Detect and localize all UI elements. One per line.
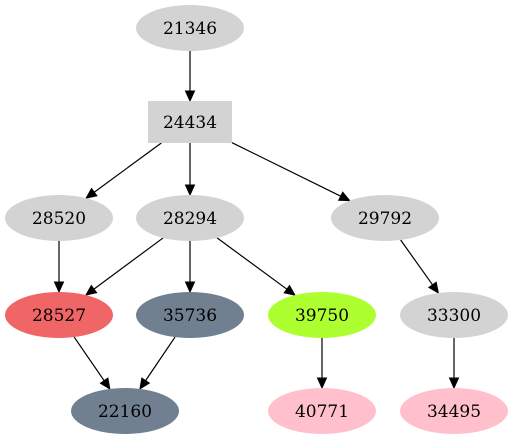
arrowhead-icon [184,90,196,103]
arrowhead-icon [99,377,111,390]
edge-line [216,237,288,290]
node-label: 35736 [163,306,217,326]
edge-24434-to-29792 [231,142,351,202]
arrowhead-icon [283,284,296,296]
node-label: 22160 [98,402,152,422]
node-ellipse [136,5,244,51]
node-34495[interactable]: 34495 [400,388,508,434]
arrowhead-icon [316,377,328,390]
arrowhead-icon [337,191,351,202]
node-ellipse [268,292,376,338]
node-39750[interactable]: 39750 [268,292,376,338]
node-ellipse [331,195,439,241]
edge-33300-to-34495 [448,338,460,390]
edge-line [231,142,341,197]
edge-24434-to-28520 [85,142,162,199]
node-label: 40771 [295,402,349,422]
node-label: 28294 [163,209,217,229]
node-ellipse [400,292,508,338]
edge-28527-to-22160 [73,336,111,390]
edge-line [400,239,434,286]
node-33300[interactable]: 33300 [400,292,508,338]
arrowhead-icon [53,281,65,294]
node-label: 34495 [427,402,481,422]
node-box [148,101,232,143]
arrowhead-icon [427,281,440,294]
node-ellipse [71,388,179,434]
node-ellipse [400,388,508,434]
node-label: 39750 [295,306,349,326]
arrowhead-icon [184,281,196,294]
arrowhead-icon [184,184,196,197]
node-ellipse [268,388,376,434]
edge-28294-to-28527 [84,237,164,296]
nodes-layer: 21346 24434 28520 28294 29792 28527 35736 39750… [5,5,508,434]
node-40771[interactable]: 40771 [268,388,376,434]
node-22160[interactable]: 22160 [71,388,179,434]
node-label: 28520 [32,209,86,229]
node-ellipse [136,292,244,338]
edge-line [145,336,176,381]
node-35736[interactable]: 35736 [136,292,244,338]
node-label: 28527 [32,306,86,326]
node-28527[interactable]: 28527 [5,292,113,338]
node-28294[interactable]: 28294 [136,195,244,241]
arrowhead-icon [139,377,151,390]
node-24434[interactable]: 24434 [148,101,232,143]
node-ellipse [5,292,113,338]
edges-layer [53,51,460,390]
edge-line [93,142,162,193]
edge-line [73,336,105,382]
node-label: 33300 [427,306,481,326]
edge-28294-to-35736 [184,241,196,294]
node-28520[interactable]: 28520 [5,195,113,241]
arrowhead-icon [84,284,98,296]
node-ellipse [5,195,113,241]
node-label: 21346 [163,19,217,39]
node-label: 29792 [358,209,412,229]
arrowhead-icon [448,377,460,390]
node-ellipse [136,195,244,241]
edge-21346-to-24434 [184,51,196,103]
edge-35736-to-22160 [139,336,176,390]
edge-29792-to-33300 [400,239,440,294]
node-21346[interactable]: 21346 [136,5,244,51]
edge-39750-to-40771 [316,338,328,390]
node-29792[interactable]: 29792 [331,195,439,241]
edge-28520-to-28527 [53,241,65,294]
edge-24434-to-28294 [184,143,196,197]
node-label: 24434 [163,113,217,133]
arrowhead-icon [85,187,98,199]
edge-line [93,237,164,290]
edge-28294-to-39750 [216,237,296,296]
